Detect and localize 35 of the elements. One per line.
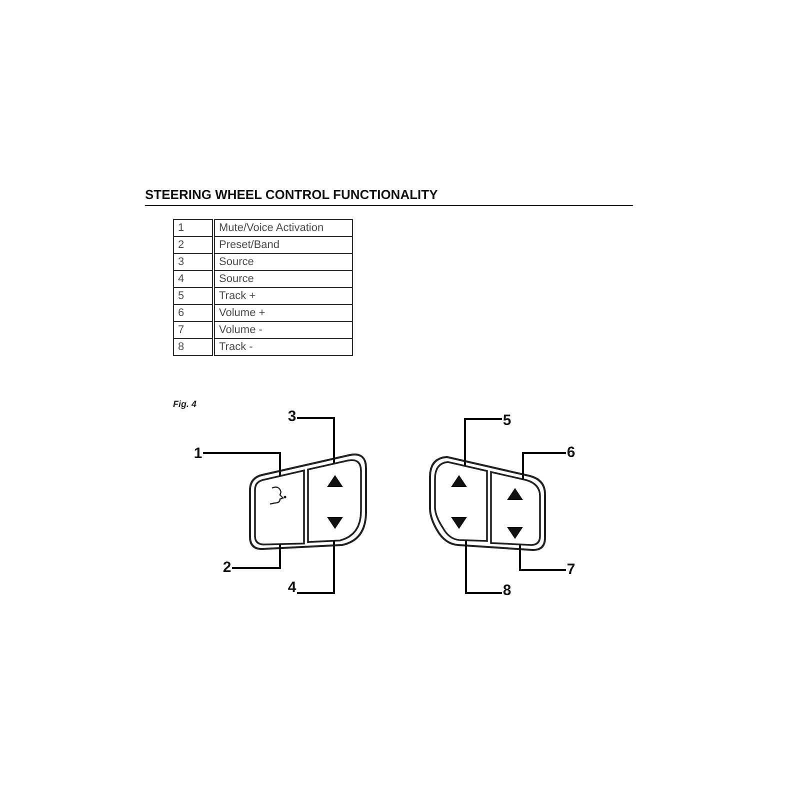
leader-line [297, 417, 335, 464]
callout-number: 5 [502, 412, 512, 428]
callout-number: 1 [193, 444, 203, 462]
row-number-cell: 7 [174, 322, 214, 338]
callout-number: 2 [222, 558, 232, 576]
function-cell: Source [214, 270, 352, 288]
voice-button [254, 470, 305, 546]
function-cell: Track - [214, 338, 352, 356]
row-number-cell: 6 [174, 304, 214, 322]
leader-line [519, 544, 566, 571]
row-number-cell: 2 [174, 236, 214, 254]
function-cell: Preset/Band [214, 236, 352, 254]
function-cell: Mute/Voice Activation [214, 220, 352, 236]
leader-line [464, 418, 502, 466]
callout-number: 6 [566, 444, 576, 460]
callout-number: 4 [287, 578, 297, 596]
function-cell: Track + [214, 288, 352, 304]
leader-line [232, 544, 281, 569]
leader-line [297, 540, 335, 594]
title-heading: STEERING WHEEL CONTROL FUNCTIONALITY [145, 187, 438, 202]
figure-label: Fig. 4 [173, 399, 197, 409]
function-cell: Volume - [214, 322, 352, 338]
function-cell: Volume + [214, 304, 352, 322]
leader-line [465, 540, 502, 594]
callout-number: 8 [502, 582, 512, 598]
callout-number: 3 [287, 408, 297, 424]
row-number-cell: 5 [174, 288, 214, 304]
leader-line [522, 452, 566, 480]
row-number-cell: 4 [174, 270, 214, 288]
callout-number: 7 [566, 560, 576, 578]
row-number-cell: 8 [174, 338, 214, 356]
row-number-cell: 3 [174, 254, 214, 270]
row-number-cell: 1 [174, 220, 214, 236]
leader-line [203, 452, 281, 476]
function-cell: Source [214, 254, 352, 270]
